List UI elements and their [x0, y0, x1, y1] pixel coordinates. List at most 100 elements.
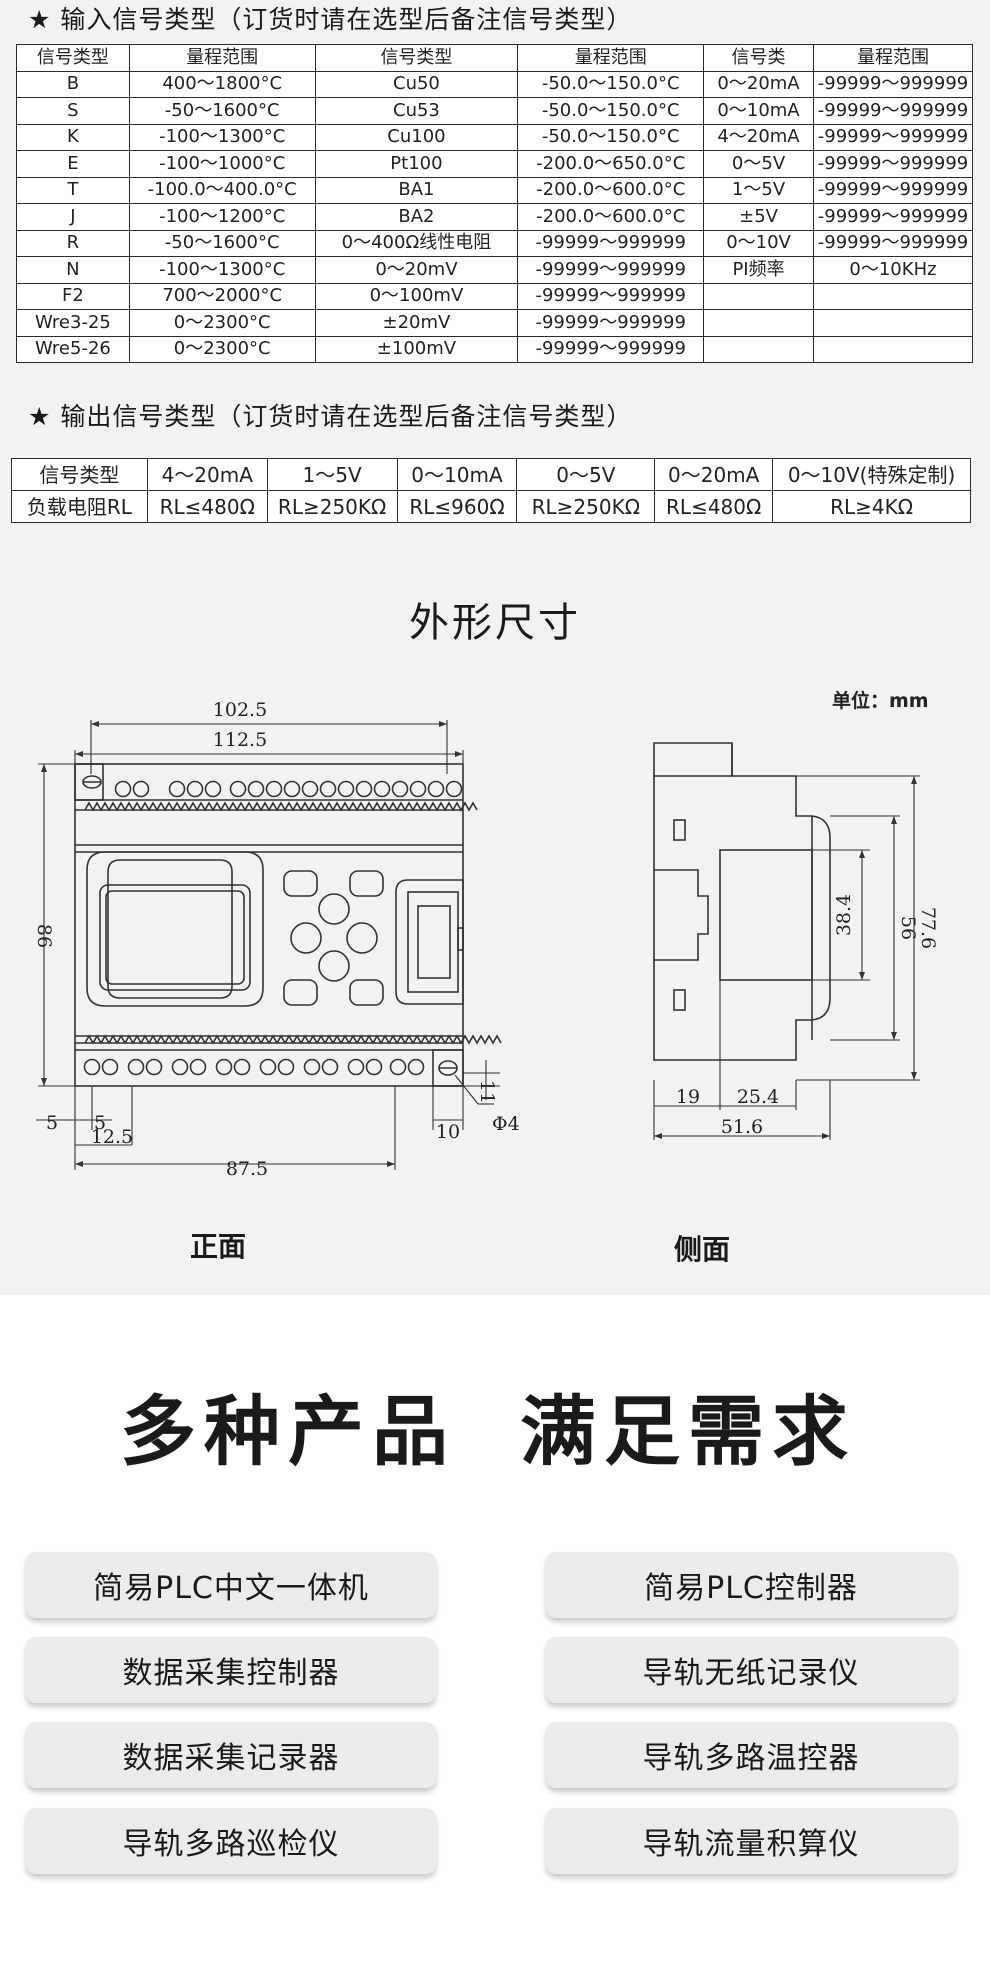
table-cell: -50.0～150.0°C — [517, 70, 705, 98]
table-cell: RL≥250KΩ — [266, 490, 398, 523]
table-cell: BA2 — [314, 203, 519, 231]
screw-terminal — [373, 780, 391, 798]
table-cell: -99999～999999 — [812, 176, 974, 204]
table-cell: PI频率 — [703, 256, 814, 284]
top-sawtooth — [84, 801, 478, 812]
table-cell — [812, 335, 974, 363]
dim-hole: Φ4 — [492, 1113, 520, 1135]
product-item-2[interactable]: 简易PLC控制器 — [546, 1552, 956, 1618]
side-dimension-arrows — [654, 776, 917, 1139]
key-right — [346, 922, 378, 954]
table-cell: -99999～999999 — [517, 229, 705, 257]
table-cell: 0～10KHz — [812, 256, 974, 284]
screw-terminal — [319, 780, 337, 798]
product-item-8[interactable]: 导轨流量积算仪 — [546, 1808, 956, 1874]
screw-terminal — [145, 1058, 163, 1076]
product-item-6[interactable]: 导轨多路温控器 — [546, 1722, 956, 1788]
table-cell: -50.0～150.0°C — [517, 97, 705, 125]
top-terminal-screws — [114, 780, 463, 798]
table-cell: Wre5-26 — [16, 335, 130, 363]
table-cell: 0～400Ω线性电阻 — [314, 229, 519, 257]
screw-terminal — [365, 1058, 383, 1076]
table-cell: Cu100 — [314, 123, 519, 151]
dim-12-5: 12.5 — [91, 1126, 133, 1148]
side-view-label: 侧面 — [674, 1233, 731, 1266]
screw-terminal — [247, 780, 265, 798]
table-cell: Cu50 — [314, 70, 519, 98]
table-cell: -100～1300°C — [128, 256, 316, 284]
dim-102-5: 102.5 — [213, 699, 267, 721]
front-dimension-arrows — [41, 721, 463, 1167]
dim-56: 56 — [897, 916, 919, 940]
screw-terminal — [355, 780, 373, 798]
table-cell: 0～5V — [516, 458, 656, 491]
product-item-5[interactable]: 数据采集记录器 — [26, 1722, 436, 1788]
screw-terminal — [114, 780, 132, 798]
table-cell: -200.0～600.0°C — [517, 176, 705, 204]
header-cell: 信号类型 — [314, 44, 519, 72]
key-left — [290, 922, 322, 954]
product-item-3[interactable]: 数据采集控制器 — [26, 1637, 436, 1703]
table-cell: 0～20mV — [314, 256, 519, 284]
unit-label: 单位：mm — [832, 690, 929, 712]
dim-5-b: 5 — [94, 1112, 106, 1134]
table-cell: 0～2300°C — [128, 309, 316, 337]
screw-terminal — [215, 1058, 233, 1076]
screw-terminal — [204, 780, 222, 798]
table-cell: -99999～999999 — [517, 256, 705, 284]
table-cell: -200.0～600.0°C — [517, 203, 705, 231]
dim-10: 10 — [436, 1121, 460, 1143]
product-item-1[interactable]: 简易PLC中文一体机 — [26, 1552, 436, 1618]
front-panel — [86, 851, 264, 1007]
front-view-label: 正面 — [190, 1230, 247, 1263]
screw-terminal — [83, 1058, 101, 1076]
table-cell: RL≤480Ω — [146, 490, 268, 523]
bottom-sawtooth — [84, 1034, 502, 1045]
table-cell: 0～10V(特殊定制) — [772, 458, 971, 491]
output-section-title: ★ 输出信号类型（订货时请在选型后备注信号类型） — [28, 402, 633, 431]
side-dimensions — [653, 775, 920, 1140]
table-cell: 700～2000°C — [128, 282, 316, 310]
screw-terminal — [301, 780, 319, 798]
table-cell: -50.0～150.0°C — [517, 123, 705, 151]
table-cell: 信号类型 — [11, 458, 148, 491]
table-cell: 负载电阻RL — [11, 490, 148, 523]
screw-terminal — [337, 780, 355, 798]
table-cell — [812, 282, 974, 310]
screw-terminal — [303, 1058, 321, 1076]
dim-38-4: 38.4 — [833, 894, 855, 936]
screw-terminal — [229, 780, 247, 798]
table-cell: N — [16, 256, 130, 284]
table-cell: -99999～999999 — [812, 123, 974, 151]
dim-5-a: 5 — [46, 1112, 58, 1134]
table-cell: -99999～999999 — [517, 309, 705, 337]
table-cell: ±5V — [703, 203, 814, 231]
table-cell: -50～1600°C — [128, 229, 316, 257]
table-cell: -99999～999999 — [812, 203, 974, 231]
table-cell: Pt100 — [314, 150, 519, 178]
table-cell: B — [16, 70, 130, 98]
dim-51-6: 51.6 — [721, 1116, 763, 1138]
product-item-4[interactable]: 导轨无纸记录仪 — [546, 1637, 956, 1703]
table-cell: 0～10mA — [396, 458, 518, 491]
dim-11: 11 — [476, 1080, 498, 1104]
screw-terminal — [189, 1058, 207, 1076]
table-cell: -200.0～650.0°C — [517, 150, 705, 178]
screw-terminal — [409, 780, 427, 798]
screw-terminal — [391, 780, 409, 798]
screw-terminal — [283, 780, 301, 798]
screw-terminal — [186, 780, 204, 798]
product-item-7[interactable]: 导轨多路巡检仪 — [26, 1808, 436, 1874]
table-cell — [703, 282, 814, 310]
table-cell: 0～2300°C — [128, 335, 316, 363]
header-cell: 量程范围 — [517, 44, 705, 72]
